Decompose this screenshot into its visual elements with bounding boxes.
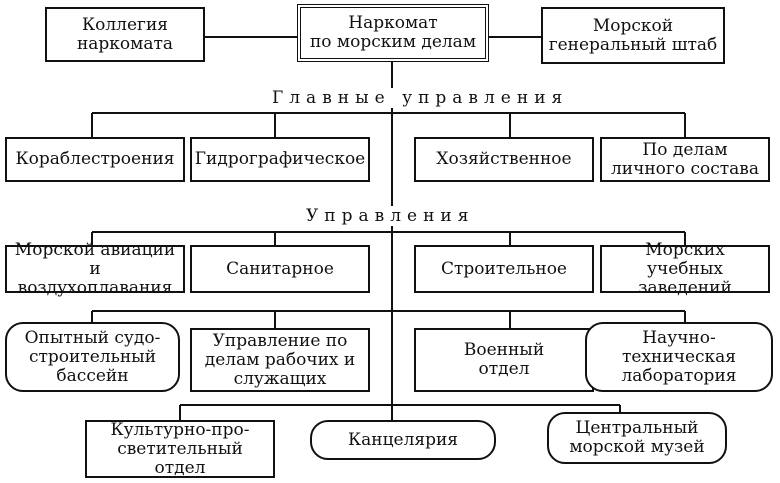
unit-workers-affairs: Управление по делам рабочих и служащих [190, 328, 370, 392]
main-dept-hydrographic: Гидрографическое [190, 137, 370, 182]
bottom-chancellery: Канцелярия [310, 420, 496, 460]
bottom-cultural-department: Культурно-про- светительный отдел [85, 420, 275, 478]
main-dept-personnel: По делам личного состава [600, 137, 770, 182]
dept-education: Морских учебных заведений [600, 240, 770, 297]
unit-military: Военный отдел [414, 328, 594, 392]
collegium-box: Коллегия наркомата [45, 7, 205, 62]
main-dept-shipbuilding: Кораблестроения [5, 137, 185, 182]
unit-test-basin: Опытный судо- строительный бассейн [5, 322, 180, 392]
dept-sanitary: Санитарное [190, 245, 370, 293]
unit-laboratory: Научно- техническая лаборатория [585, 322, 773, 392]
main-dept-economic: Хозяйственное [414, 137, 594, 182]
departments-heading: Управления [302, 206, 479, 226]
dept-aviation: Морской авиации и воздухоплавания [5, 240, 185, 297]
narkomat-box: Наркомат по морским делам [297, 4, 489, 62]
dept-construction: Строительное [414, 245, 594, 293]
general-staff-box: Морской генеральный штаб [541, 7, 725, 64]
bottom-naval-museum: Центральный морской музей [547, 412, 727, 464]
main-departments-heading: Главные управления [268, 88, 573, 108]
